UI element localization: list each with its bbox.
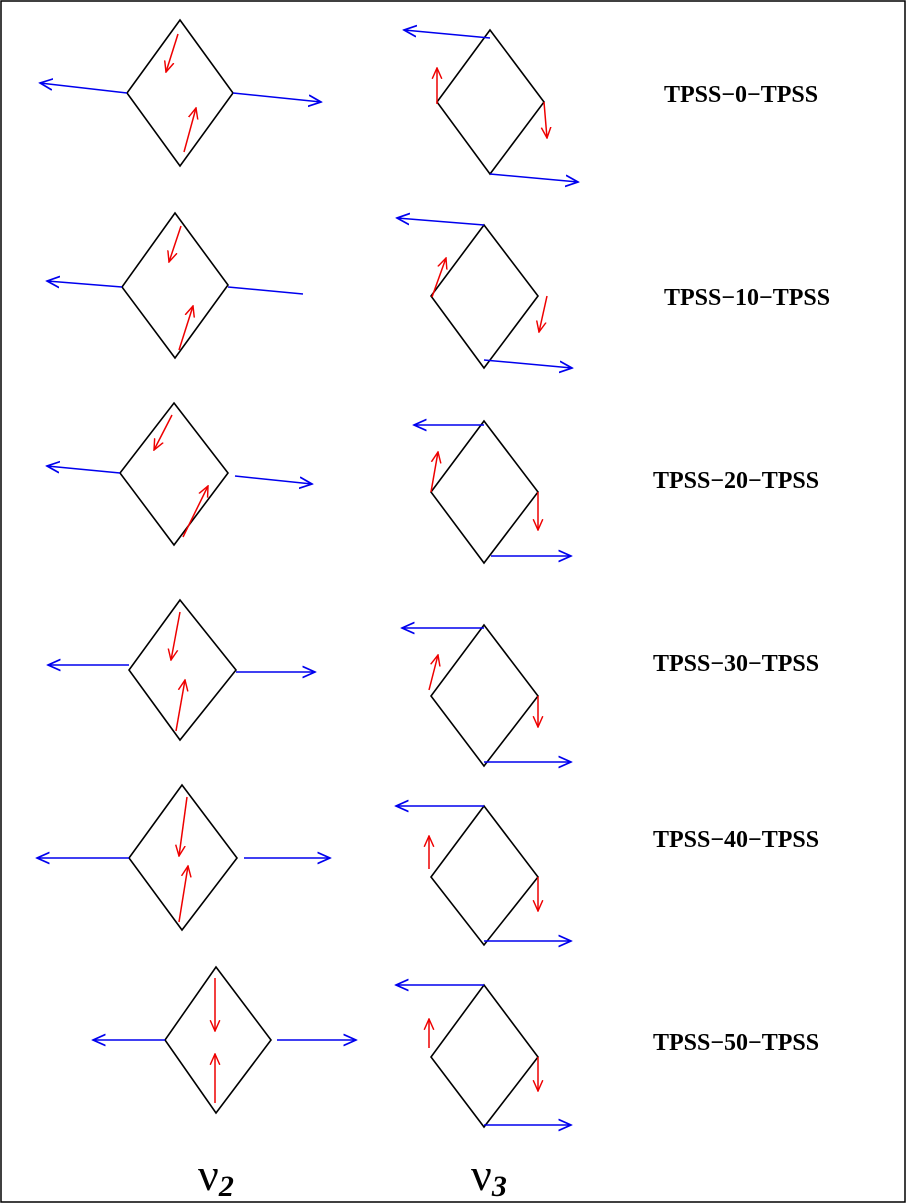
mode-subscript: 3 — [491, 1170, 507, 1203]
bottom-displacement-arrow — [182, 486, 208, 538]
row-label: TPSS−30−TPSS — [653, 651, 819, 677]
mode-row-5: TPSS−40−TPSS — [37, 783, 819, 945]
left-displacement-arrow — [430, 452, 438, 493]
left-displacement-arrow — [428, 655, 438, 691]
nu2-mode-4 — [48, 598, 315, 742]
right-displacement-arrow — [544, 101, 547, 138]
column-label-nu3: ν3 — [471, 1149, 507, 1203]
right-displacement-arrow — [234, 475, 312, 484]
top-displacement-arrow — [179, 796, 188, 856]
rhombus-shape — [164, 965, 273, 1115]
top-displacement-arrow — [404, 30, 491, 39]
row-label: TPSS−20−TPSS — [653, 468, 819, 494]
nu2-mode-5 — [37, 783, 330, 932]
mode-row-6: TPSS−50−TPSS — [93, 965, 819, 1127]
rhombus-shape — [430, 983, 540, 1129]
bottom-displacement-arrow — [178, 866, 188, 923]
nu2-mode-6 — [93, 965, 356, 1115]
bottom-displacement-arrow — [489, 173, 578, 182]
nu3-mode-1 — [404, 30, 578, 182]
nu3-mode-2 — [397, 218, 572, 368]
mode-row-1: TPSS−0−TPSS — [40, 18, 818, 182]
top-displacement-arrow — [169, 225, 182, 262]
row-label: TPSS−40−TPSS — [653, 827, 819, 853]
rhombus-shape — [118, 401, 230, 547]
rhombus-shape — [429, 804, 540, 947]
row-label: TPSS−0−TPSS — [664, 82, 818, 108]
mode-row-3: TPSS−20−TPSS — [47, 401, 819, 565]
mode-symbol: ν — [198, 1149, 219, 1200]
mode-symbol: ν — [471, 1149, 492, 1200]
rhombus-shape — [121, 211, 229, 360]
rhombus-shape — [126, 18, 234, 168]
left-displacement-arrow — [431, 258, 446, 298]
rhombus-shape — [430, 419, 540, 565]
bottom-displacement-arrow — [178, 306, 193, 351]
left-displacement-arrow — [47, 466, 121, 474]
left-displacement-arrow — [47, 281, 123, 287]
right-displacement-tail — [227, 286, 304, 295]
nu2-mode-2 — [47, 211, 304, 360]
top-displacement-arrow — [154, 414, 173, 450]
nu2-mode-3 — [47, 401, 312, 547]
rhombus-shape — [128, 598, 238, 742]
nu3-mode-6 — [396, 985, 571, 1127]
nu3-mode-3 — [414, 419, 571, 565]
nu3-mode-4 — [402, 625, 571, 766]
rhombus-shape — [436, 28, 545, 176]
rhombus-shape — [128, 783, 239, 932]
row-label: TPSS−50−TPSS — [653, 1030, 819, 1056]
row-label: TPSS−10−TPSS — [664, 285, 830, 311]
mode-row-2: TPSS−10−TPSS — [47, 211, 830, 368]
top-displacement-arrow — [166, 33, 179, 72]
right-displacement-arrow — [232, 92, 321, 102]
nu2-mode-1 — [40, 18, 321, 168]
bottom-displacement-arrow — [183, 108, 196, 153]
bottom-displacement-arrow — [483, 359, 572, 368]
rhombus-shape — [429, 623, 540, 768]
mode-row-4: TPSS−30−TPSS — [48, 598, 819, 766]
top-displacement-arrow — [171, 611, 181, 660]
right-displacement-arrow — [539, 295, 548, 332]
bottom-displacement-arrow — [175, 680, 185, 732]
mode-subscript: 2 — [218, 1170, 234, 1203]
column-label-nu2: ν2 — [198, 1149, 234, 1203]
left-displacement-arrow — [40, 83, 128, 94]
nu3-mode-5 — [396, 806, 571, 945]
rhombus-shape — [430, 223, 540, 370]
top-displacement-arrow — [397, 218, 485, 226]
